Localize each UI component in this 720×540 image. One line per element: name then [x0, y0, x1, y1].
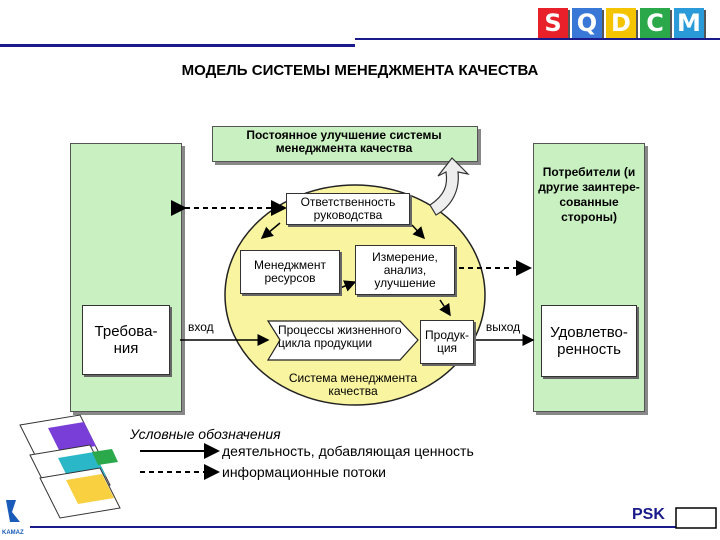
- consumers-label: Потребители (и другие заинтере- сованные…: [538, 165, 640, 224]
- improvement-text: Постоянное улучшение системы менеджмента…: [246, 128, 442, 155]
- satisfaction-box: Удовлетво- ренность: [541, 305, 637, 377]
- logo-tile-c: C: [640, 8, 670, 38]
- logo-tile-q: Q: [572, 8, 602, 38]
- logo-tile-m: M: [674, 8, 704, 38]
- responsibility-box: Ответственность руководства: [286, 193, 410, 225]
- kamaz-logo-mark: [6, 500, 20, 522]
- output-label: выход: [485, 320, 521, 334]
- cycle-arrow-1: [260, 222, 281, 239]
- company-logo: PSK: [632, 506, 665, 523]
- resource-management-box: Менеджмент ресурсов: [240, 250, 340, 294]
- legend-info-flows: информационные потоки: [222, 464, 386, 480]
- page-title: МОДЕЛЬ СИСТЕМЫ МЕНЕДЖМЕНТА КАЧЕСТВА: [181, 62, 539, 79]
- product-box: Продук- ция: [420, 320, 474, 364]
- consumers-text: Потребители (и другие заинтере- сованные…: [536, 165, 642, 225]
- legend-value-added: деятельность, добавляющая ценность: [222, 443, 474, 459]
- header-stripe-right: [355, 38, 720, 40]
- improvement-banner: [212, 126, 478, 162]
- improvement-arrow: [429, 157, 470, 216]
- requirements-box: Требова- ния: [82, 305, 170, 375]
- logo-tile-d: D: [606, 8, 636, 38]
- legend-stack-icon: [19, 414, 121, 519]
- processes-text: Процессы жизненного цикла продукции: [278, 323, 402, 350]
- input-label: вход: [188, 320, 214, 334]
- header-stripe-left: [0, 44, 355, 47]
- cycle-arrow-3: [439, 299, 451, 317]
- logo-tile-s: S: [538, 8, 568, 38]
- cycle-arrow-2: [411, 224, 426, 240]
- footer-box: [675, 507, 717, 529]
- measurement-box: Измерение, анализ, улучшение: [355, 245, 455, 295]
- legend-title: Условные обозначения: [130, 426, 281, 442]
- process-arrow: [266, 320, 419, 361]
- kamaz-logo-text: KAMAZ: [2, 530, 24, 536]
- qms-label: Система менеджмента качества: [288, 371, 418, 398]
